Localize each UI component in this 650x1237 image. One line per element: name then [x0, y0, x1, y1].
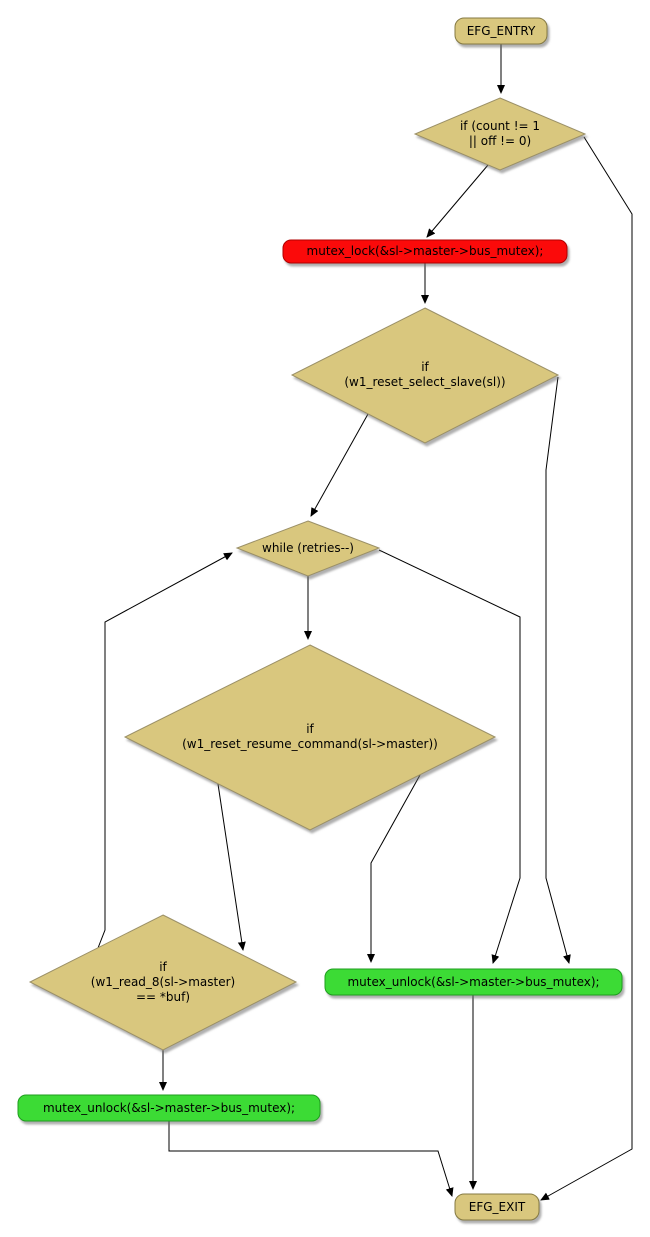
cond-reset-resume-label: if (w1_reset_resume_command(sl->master)) — [182, 722, 438, 751]
edge-cond-count-to-exit — [540, 136, 633, 1201]
edge-cond-reset-select-to-unlock-loop — [545, 376, 571, 964]
edge-loop-to-unlock-loop — [378, 549, 521, 964]
edge-cond-reset-resume-to-cond-read8 — [217, 783, 246, 951]
entry-node-shape — [454, 17, 548, 45]
cond-reset-select-diamond-shape — [290, 307, 560, 444]
loop-retries-label: while (retries--) — [262, 540, 354, 555]
edge-cond-read8-back-to-loop — [97, 552, 233, 949]
cond-read8-label: if (w1_read_8(sl->master) == *buf) — [90, 959, 236, 1004]
cond-count-diamond-shape — [413, 97, 587, 171]
edge-cond-reset-resume-to-unlock-loop — [367, 774, 421, 963]
edge-cond-reset-select-to-loop — [310, 413, 369, 517]
mutex-unlock-loop-box-shape — [324, 968, 623, 996]
mutex-unlock-loop-label: mutex_unlock(&sl->master->bus_mutex); — [347, 974, 600, 989]
exit-node-shape — [454, 1193, 540, 1221]
edge-unlock-success-to-exit — [168, 1121, 454, 1197]
mutex-lock-label: mutex_lock(&sl->master->bus_mutex); — [306, 244, 544, 258]
cond-reset-select-label: if (w1_reset_select_slave(sl)) — [344, 360, 506, 389]
exit-node-label: EFG_EXIT — [468, 1199, 526, 1214]
loop-retries-diamond-shape — [235, 520, 381, 577]
mutex-unlock-success-label: mutex_unlock(&sl->master->bus_mutex); — [42, 1100, 296, 1115]
entry-node-label: EFG_ENTRY — [466, 23, 536, 38]
cond-read8-diamond-shape — [28, 914, 298, 1051]
mutex-unlock-success-box-shape — [17, 1094, 321, 1122]
edge-cond-count-to-mutex-lock — [426, 164, 489, 238]
cond-reset-resume-diamond-shape — [123, 644, 497, 831]
mutex-lock-box-shape — [282, 239, 568, 264]
edges-layer — [97, 44, 633, 1201]
nodes-layer — [17, 17, 623, 1221]
cond-count-label: if (count != 1 || off != 0) — [459, 119, 541, 148]
